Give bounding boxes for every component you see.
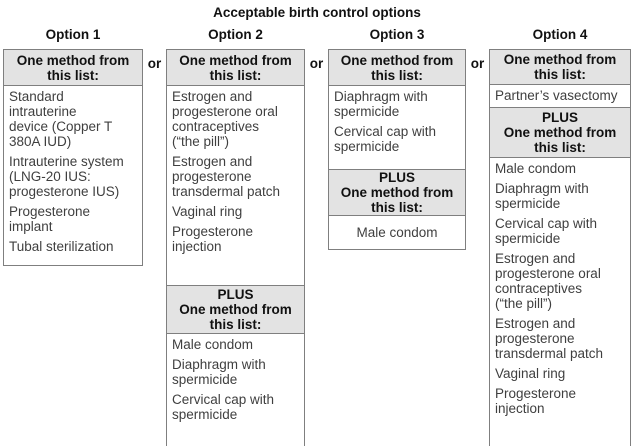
option-1-header: One method from this list: [4, 50, 142, 85]
method-item: Progesterone injection [172, 224, 254, 254]
or-separator-1: or [147, 56, 162, 71]
method-item: Cervical cap with spermicide [495, 216, 598, 246]
option-4-title: Option 4 [532, 27, 588, 42]
option-2-title: Option 2 [208, 27, 263, 42]
method-item: Male condom [356, 225, 438, 240]
option-4-method-list: Partner’s vasectomy [490, 84, 630, 107]
method-item: Diaphragm with spermicide [172, 357, 266, 387]
option-2-box: One method from this list: Estrogen and … [166, 49, 305, 446]
method-item: Intrauterine system (LNG-20 IUS: progest… [9, 154, 124, 199]
method-item: Diaphragm with spermicide [334, 89, 428, 119]
method-item: Progesterone injection [495, 386, 577, 416]
option-4-column: Option 4 One method from this list: Part… [489, 21, 631, 446]
method-item: Estrogen and progesterone transdermal pa… [172, 154, 281, 199]
method-item: Estrogen and progesterone transdermal pa… [495, 316, 604, 361]
option-3-method-list: Diaphragm with spermicide Cervical cap w… [329, 85, 465, 169]
option-2-plus-method-list: Male condom Diaphragm with spermicide Ce… [167, 333, 304, 446]
option-1-box: One method from this list: Standard intr… [3, 49, 143, 266]
options-row: Option 1 One method from this list: Stan… [3, 21, 639, 446]
method-item: Partner’s vasectomy [495, 88, 618, 103]
option-3-title: Option 3 [369, 27, 425, 42]
method-item: Standard intrauterine device (Copper T 3… [9, 89, 113, 149]
option-4-plus-header: PLUS One method from this list: [490, 107, 630, 157]
method-item: Estrogen and progesterone oral contracep… [172, 89, 278, 149]
method-item: Cervical cap with spermicide [172, 392, 275, 422]
method-item: Progesterone implant [9, 204, 91, 234]
option-3-column: Option 3 One method from this list: Diap… [328, 21, 466, 250]
option-2-header: One method from this list: [167, 50, 304, 85]
option-2-plus-header: PLUS One method from this list: [167, 285, 304, 333]
option-2-method-list: Estrogen and progesterone oral contracep… [167, 85, 304, 285]
method-item: Estrogen and progesterone oral contracep… [495, 251, 601, 311]
option-2-column: Option 2 One method from this list: Estr… [166, 21, 305, 446]
option-3-plus-method-list: Male condom [329, 215, 465, 249]
or-separator-2: or [309, 56, 324, 71]
option-3-plus-header: PLUS One method from this list: [329, 169, 465, 215]
method-item: Male condom [172, 337, 254, 352]
method-item: Male condom [495, 161, 577, 176]
option-1-method-list: Standard intrauterine device (Copper T 3… [4, 85, 142, 265]
option-3-header: One method from this list: [329, 50, 465, 85]
option-1-title: Option 1 [45, 27, 101, 42]
option-4-box: One method from this list: Partner’s vas… [489, 49, 631, 446]
method-item: Vaginal ring [172, 204, 243, 219]
option-4-header: One method from this list: [490, 50, 630, 84]
or-separator-3: or [470, 56, 485, 71]
option-4-plus-method-list: Male condom Diaphragm with spermicide Ce… [490, 157, 630, 446]
option-3-box: One method from this list: Diaphragm wit… [328, 49, 466, 250]
method-item: Tubal sterilization [9, 239, 114, 254]
method-item: Cervical cap with spermicide [334, 124, 437, 154]
method-item: Diaphragm with spermicide [495, 181, 589, 211]
option-1-column: Option 1 One method from this list: Stan… [3, 21, 143, 266]
page-title: Acceptable birth control options [213, 5, 421, 20]
method-item: Vaginal ring [495, 366, 566, 381]
